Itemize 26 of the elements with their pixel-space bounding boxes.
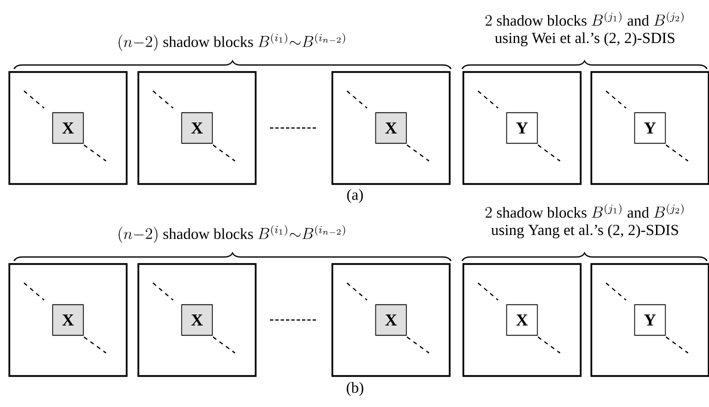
shadow-block bbox=[590, 71, 709, 185]
pixel-box: X bbox=[375, 112, 407, 144]
brace-caption: $(n{-}2)\ \mbox{shadow blocks}\ B^{(i_1)}{\sim}B^{(i_{n-2})}$ bbox=[118, 33, 346, 51]
shadow-block bbox=[8, 71, 128, 185]
brace-caption: $\begin{array}{c}2\ \mbox{shadow blocks}\ B^{(j_1)}\ \mbox{and}\ B^{(j_2)}\\ \mbox{using Wei et al.'s (2, 2)-SDIS}\end{array}$ bbox=[485, 12, 684, 46]
pixel-box: X bbox=[52, 112, 84, 144]
shadow-block bbox=[331, 71, 451, 185]
pixel-box: X bbox=[506, 304, 538, 336]
shadow-block bbox=[331, 263, 451, 377]
pixel-box: X bbox=[52, 304, 84, 336]
brace-caption: $(n{-}2)\ \mbox{shadow blocks}\ B^{(i_1)}{\sim}B^{(i_{n-2})}$ bbox=[118, 225, 346, 243]
pixel-box: X bbox=[375, 304, 407, 336]
shadow-block bbox=[8, 263, 128, 377]
pixel-box: Y bbox=[634, 112, 666, 144]
pixel-box: Y bbox=[506, 112, 538, 144]
shadow-block bbox=[137, 263, 257, 377]
shadow-block bbox=[590, 263, 709, 377]
subfigure-label: (a) bbox=[347, 189, 363, 203]
pixel-box: Y bbox=[634, 304, 666, 336]
subfigure-label: (b) bbox=[346, 382, 364, 396]
pixel-box: X bbox=[181, 112, 213, 144]
shadow-block bbox=[137, 71, 257, 185]
pixel-box: X bbox=[181, 304, 213, 336]
shadow-block bbox=[462, 71, 582, 185]
brace-caption: $\begin{array}{c}2\ \mbox{shadow blocks}\ B^{(j_1)}\ \mbox{and}\ B^{(j_2)}\\ \mbox{using Yang et al.'s (2, 2)-SDIS}\end{array}$ bbox=[485, 204, 684, 238]
shadow-block bbox=[462, 263, 582, 377]
